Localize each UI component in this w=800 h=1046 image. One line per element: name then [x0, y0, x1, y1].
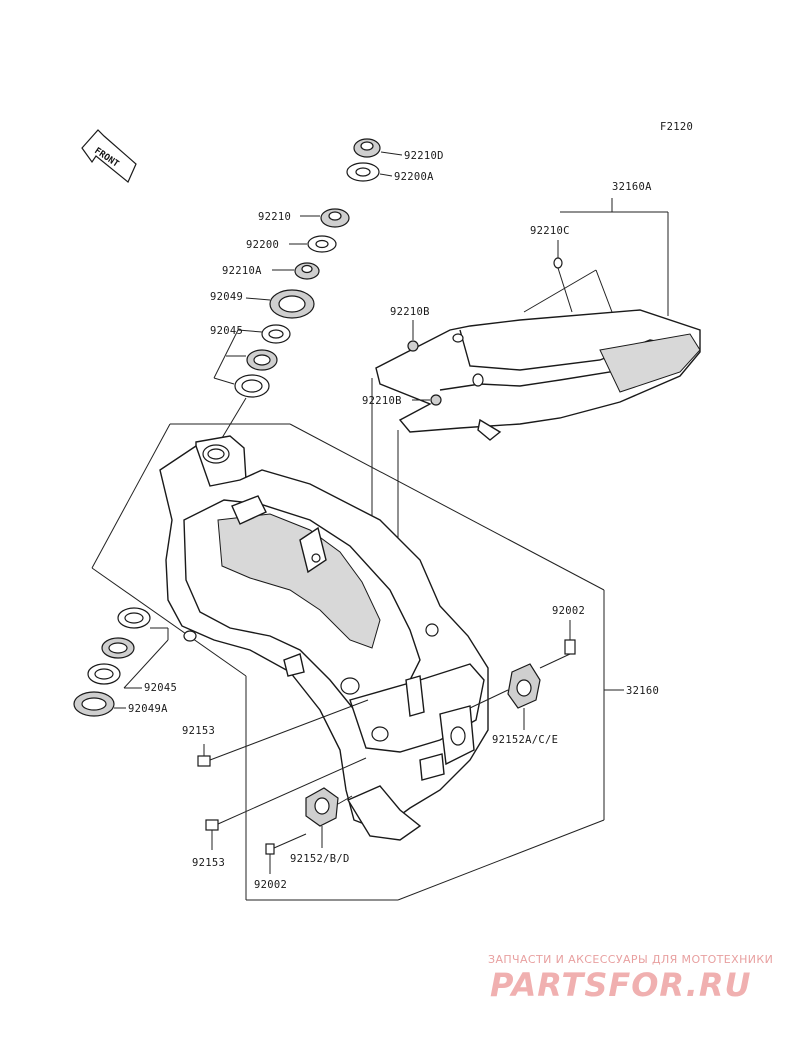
nut-92210a	[294, 262, 320, 280]
washer-92200	[307, 235, 337, 253]
bracket-92152bd	[305, 787, 339, 827]
callout-92002-bottom: 92002	[254, 879, 287, 891]
callout-92049a: 92049A	[128, 703, 168, 715]
callout-92200: 92200	[246, 239, 279, 251]
seal-92049a	[73, 691, 115, 717]
watermark-tagline: ЗАПЧАСТИ И АКСЕССУАРЫ ДЛЯ МОТОТЕХНИКИ	[488, 953, 773, 966]
bolt-92153-lower	[205, 757, 367, 831]
bearing-92045-lower	[87, 607, 151, 685]
bearing-92045-upper	[234, 324, 291, 398]
steering-stack: 92210D 92200A 92210 92200 92210A	[210, 138, 444, 439]
callout-92210c: 92210C	[530, 225, 570, 237]
seal-92049	[269, 289, 315, 319]
callout-92153-1: 92153	[182, 725, 215, 737]
callout-92049: 92049	[210, 291, 243, 303]
engine-mounts: 92002 92152A/C/E 32160 92153 92153	[182, 605, 659, 891]
front-arrow: FRONT	[81, 129, 137, 183]
callout-92210a: 92210A	[222, 265, 262, 277]
callout-92002-right: 92002	[552, 605, 585, 617]
callout-92045-top: 92045	[210, 325, 243, 337]
steering-stack-lower: 92045 92049A	[73, 607, 177, 717]
callout-32160: 32160	[626, 685, 659, 697]
watermark-brand: PARTSFOR.RU	[490, 966, 751, 1004]
main-frame-32160	[91, 423, 605, 901]
callout-32160a: 32160A	[612, 181, 652, 193]
callout-92210d: 92210D	[404, 150, 444, 162]
callout-92152ace: 92152A/C/E	[492, 734, 558, 746]
nut-92210d	[353, 138, 381, 158]
page-code: F2120	[660, 121, 693, 133]
callout-92045-bottom: 92045	[144, 682, 177, 694]
callout-92210b-1: 92210B	[390, 306, 430, 318]
washer-92200a	[346, 162, 380, 182]
callout-92152bd: 92152/B/D	[290, 853, 350, 865]
callout-92153-2: 92153	[192, 857, 225, 869]
nut-92210	[320, 208, 350, 228]
bracket-92152ace	[507, 663, 541, 709]
callout-92210: 92210	[258, 211, 291, 223]
watermark: ЗАПЧАСТИ И АКСЕССУАРЫ ДЛЯ МОТОТЕХНИКИ PA…	[488, 953, 773, 1004]
callout-92200a: 92200A	[394, 171, 434, 183]
subframe-32160a: 32160A 92210C 92210B 92210B	[362, 181, 701, 700]
callout-92210b-2: 92210B	[362, 395, 402, 407]
